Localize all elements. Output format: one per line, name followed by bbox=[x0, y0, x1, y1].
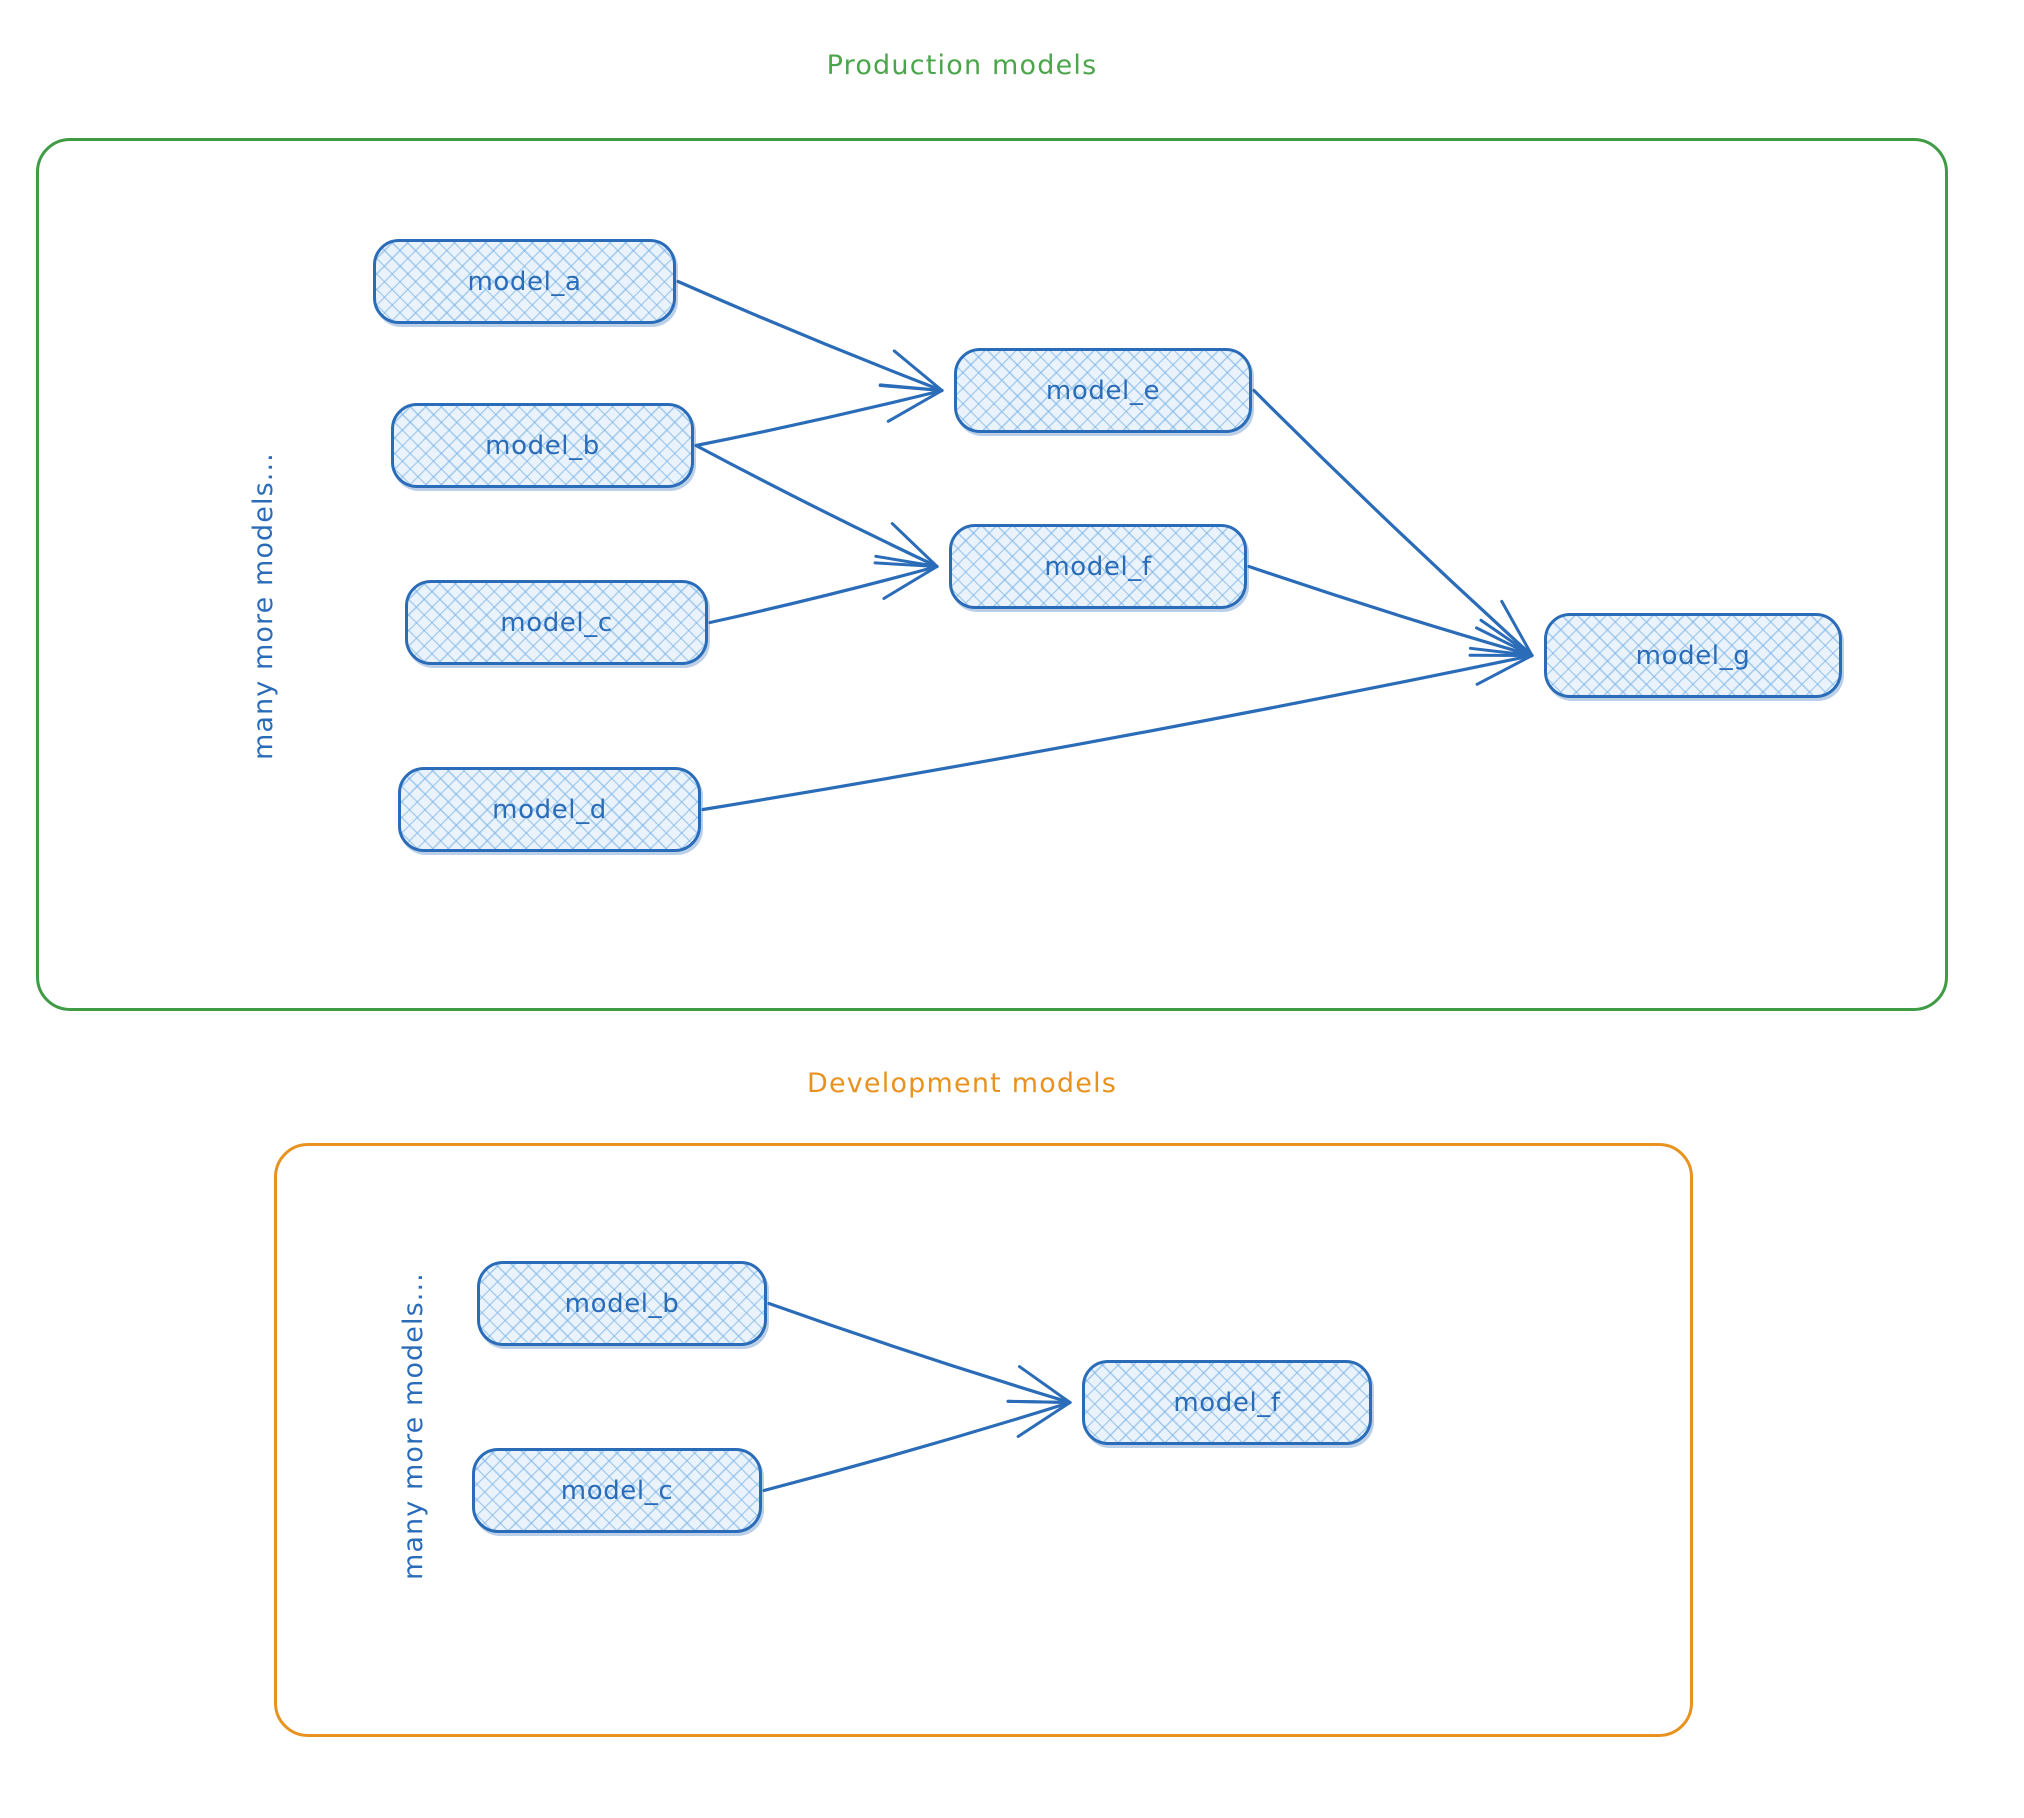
edge-line bbox=[701, 653, 1534, 812]
production-group-frame bbox=[36, 138, 1948, 1011]
edge-arrowhead bbox=[878, 384, 944, 392]
model-node-model-f-development[interactable]: model_f bbox=[1082, 1360, 1372, 1445]
edge-arrowhead bbox=[882, 565, 939, 600]
edge-line bbox=[1247, 564, 1534, 658]
model-node-model-b-production[interactable]: model_b bbox=[391, 403, 694, 488]
model-node-model-d-production[interactable]: model_d bbox=[398, 767, 701, 852]
model-node-model-e-production[interactable]: model_e bbox=[954, 348, 1252, 433]
edge-arrowhead bbox=[892, 349, 944, 392]
model-node-model-c-production[interactable]: model_c bbox=[405, 580, 708, 665]
edge-line bbox=[1252, 388, 1534, 658]
edge-line bbox=[694, 443, 939, 569]
edge-line bbox=[676, 279, 944, 393]
edge-arrowhead bbox=[1479, 618, 1534, 657]
model-node-label: model_g bbox=[1635, 640, 1751, 671]
model-node-model-c-development[interactable]: model_c bbox=[472, 1448, 762, 1533]
edge-arrowhead bbox=[1017, 1365, 1072, 1404]
model-node-label: model_b bbox=[564, 1288, 680, 1319]
edge-arrowhead bbox=[1006, 1399, 1072, 1404]
production-group-title: Production models bbox=[826, 50, 1098, 81]
edge-arrowhead bbox=[890, 522, 939, 568]
development-group-title: Development models bbox=[806, 1068, 1118, 1099]
edge-arrowhead bbox=[1500, 599, 1534, 657]
edge-layer bbox=[676, 279, 1534, 1493]
model-node-model-a-production[interactable]: model_a bbox=[373, 239, 676, 324]
model-node-model-b-development[interactable]: model_b bbox=[477, 1261, 767, 1346]
production-many-more-models-label: many more models... bbox=[248, 452, 279, 760]
development-group-frame bbox=[274, 1143, 1693, 1737]
model-node-label: model_b bbox=[485, 430, 600, 461]
edge-arrowhead bbox=[873, 561, 939, 568]
edge-line bbox=[694, 388, 944, 448]
model-node-model-g-production[interactable]: model_g bbox=[1544, 613, 1842, 698]
edge-arrowhead bbox=[1475, 654, 1534, 686]
edge-line bbox=[708, 564, 939, 625]
model-node-label: model_c bbox=[500, 607, 613, 638]
edge-arrowhead bbox=[1468, 646, 1534, 657]
model-node-label: model_f bbox=[1044, 551, 1152, 582]
model-node-label: model_f bbox=[1173, 1387, 1281, 1418]
model-node-label: model_d bbox=[492, 794, 607, 825]
edge-line bbox=[767, 1301, 1072, 1405]
development-many-more-models-label: many more models... bbox=[398, 1272, 429, 1580]
model-node-model-f-production[interactable]: model_f bbox=[949, 524, 1247, 609]
edge-arrowhead bbox=[1016, 1401, 1072, 1438]
edge-arrowhead bbox=[886, 389, 944, 423]
edge-line bbox=[762, 1400, 1072, 1493]
model-node-label: model_a bbox=[467, 266, 582, 297]
model-node-label: model_c bbox=[560, 1475, 674, 1506]
model-node-label: model_e bbox=[1045, 375, 1161, 406]
